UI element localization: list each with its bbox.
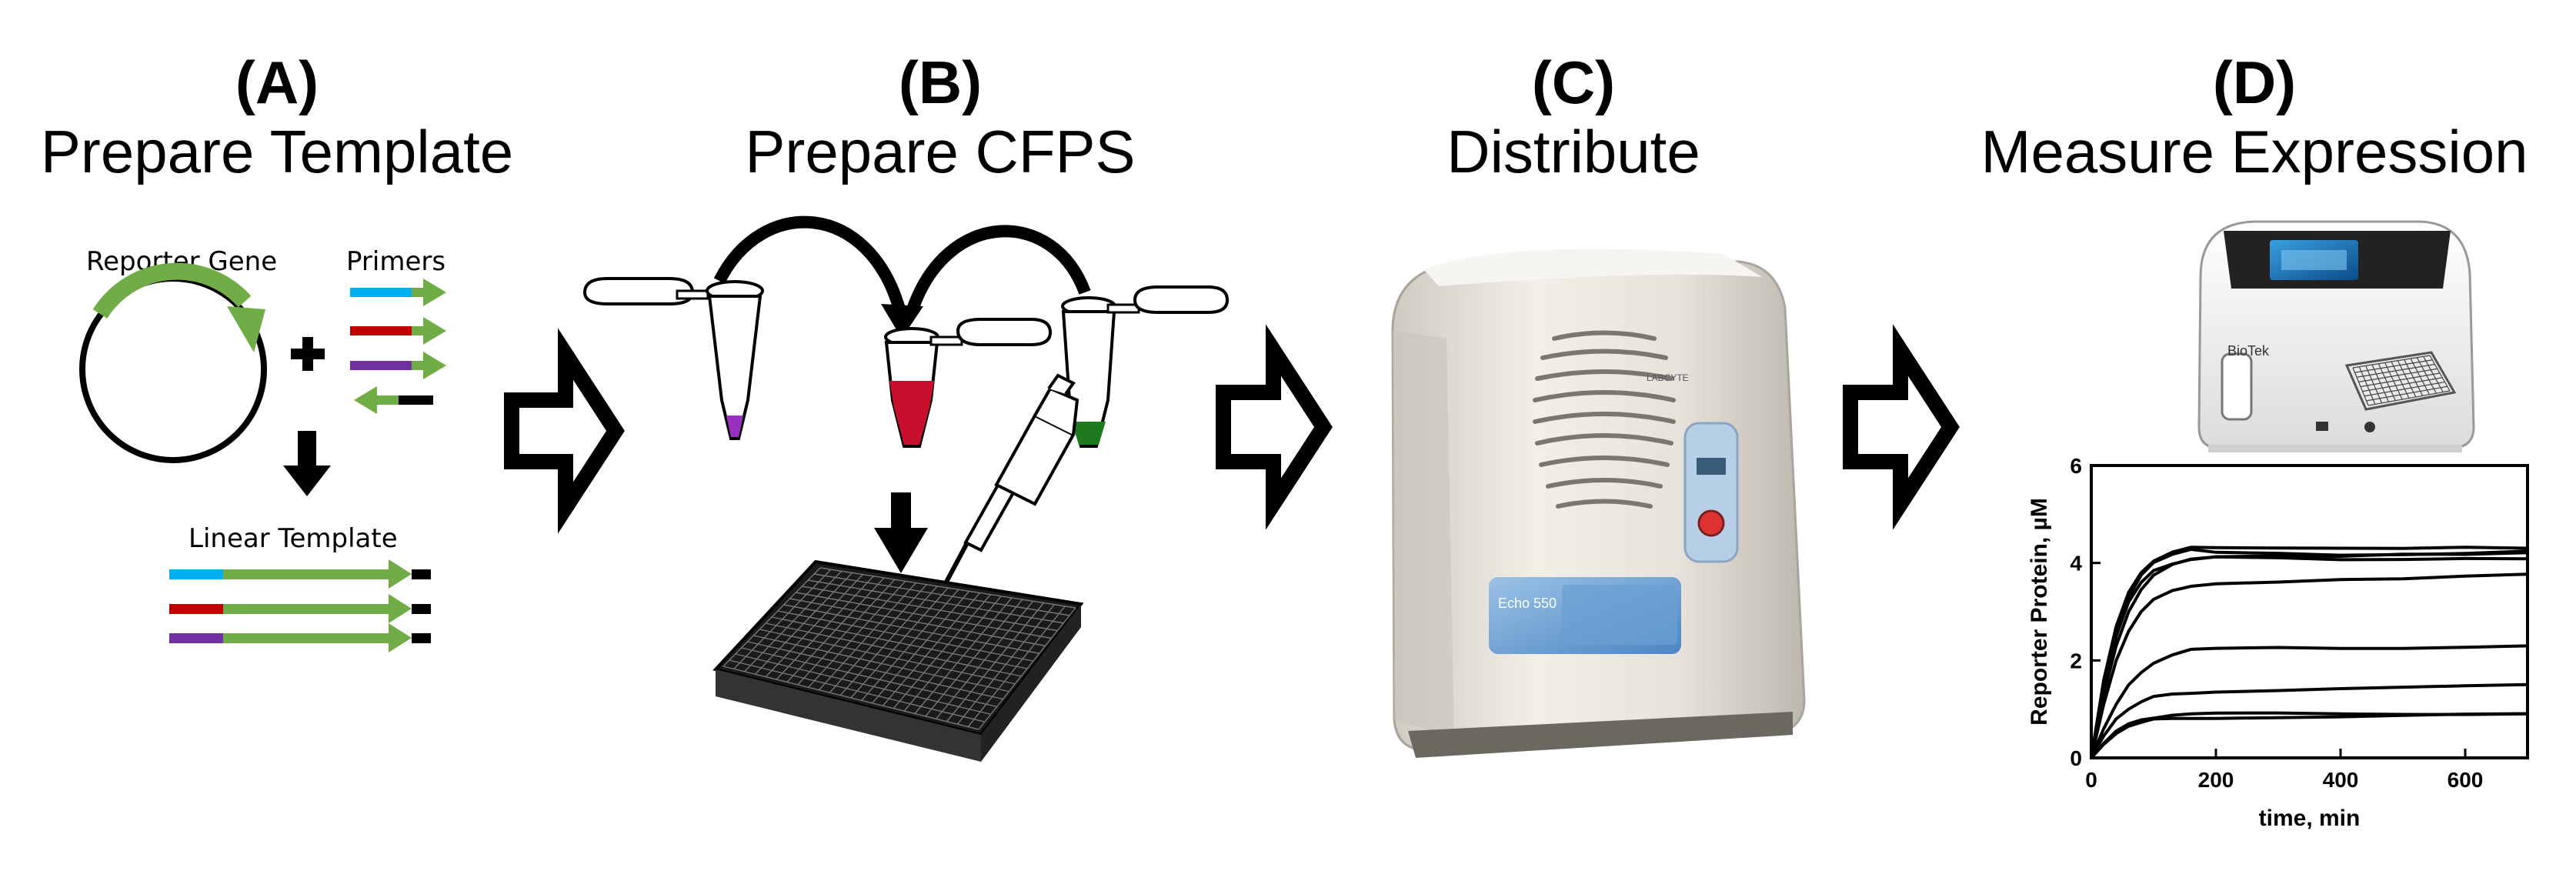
echo-button-icon (1697, 509, 1725, 537)
series-line-6 (2090, 644, 2528, 759)
tube-green-icon (1061, 285, 1230, 448)
reporter-gene-arrow (92, 262, 252, 319)
panel-c-title: Distribute (1446, 118, 1700, 185)
y-tick-label: 2 (2070, 649, 2082, 672)
y-axis-label: Reporter Protein, µM (2027, 498, 2052, 726)
y-tick-label: 6 (2070, 454, 2082, 478)
panel-d-title: Measure Expression (1980, 118, 2528, 185)
tube-red-icon (884, 318, 1053, 448)
panel-d-letter: (D) (2212, 48, 2297, 116)
series-line-4 (2090, 555, 2528, 759)
down-arrow-icon (283, 431, 331, 496)
linear-template-label: Linear Template (189, 523, 398, 554)
series-line-1 (2090, 546, 2528, 759)
echo-control-panel (1683, 422, 1739, 563)
plate-reader-instrument: BioTek (2197, 220, 2475, 452)
primer-cyan-icon (350, 279, 446, 306)
block-arrow-a-to-b (504, 328, 625, 534)
reporter-gene-arrowhead (227, 306, 265, 352)
echo-brand-label: LABCYTE (1647, 372, 1689, 383)
x-tick-label: 200 (2198, 768, 2234, 792)
series-line-3 (2090, 551, 2528, 759)
primer-red-icon (350, 317, 446, 345)
linear-template-purple (169, 623, 431, 652)
block-arrow-c-to-d (1843, 324, 1960, 530)
x-axis-label: time, min (2259, 806, 2361, 831)
down-arrow-plate-icon (874, 492, 928, 573)
expression-chart: 0 200 400 600 0 2 4 6 time, min Reporter Protein,… (2027, 454, 2529, 831)
x-tick-label: 0 (2085, 768, 2097, 792)
panel-b-diagram (582, 215, 1230, 762)
y-tick-label: 4 (2070, 552, 2082, 576)
transfer-arrow-2 (906, 225, 1091, 314)
primers-label: Primers (346, 246, 446, 277)
panel-b-title: Prepare CFPS (745, 118, 1136, 185)
echo-model-label: Echo 550 (1498, 596, 1557, 611)
y-tick-label: 0 (2070, 746, 2082, 770)
series-line-5 (2090, 572, 2528, 759)
x-tick-label: 400 (2323, 768, 2359, 792)
primer-purple-icon (350, 352, 446, 379)
panel-a-diagram (79, 262, 446, 652)
linear-template-cyan (169, 559, 431, 589)
panel-c-letter: (C) (1531, 48, 1616, 116)
panel-b-letter: (B) (898, 48, 983, 116)
well-plate-icon (712, 559, 1084, 762)
echo-vents (1533, 330, 1676, 509)
plus-sign-icon (291, 337, 325, 371)
plot-frame (2090, 464, 2529, 759)
series-line-9 (2090, 712, 2528, 759)
reader-brand-label: BioTek (2227, 343, 2270, 359)
primer-reverse-icon (354, 386, 433, 414)
linear-template-red (169, 594, 431, 623)
series-line-7 (2090, 682, 2528, 759)
pipette-icon (906, 373, 1079, 656)
tube-purple-icon (582, 277, 764, 440)
panel-a-title: Prepare Template (40, 118, 514, 185)
panel-a-letter: (A) (235, 48, 319, 116)
echo-550-instrument: Echo 550 LABCYTE (1391, 249, 1806, 758)
x-tick-label: 600 (2448, 768, 2484, 792)
block-arrow-b-to-c (1216, 324, 1333, 530)
transfer-arrow-1 (713, 215, 906, 314)
